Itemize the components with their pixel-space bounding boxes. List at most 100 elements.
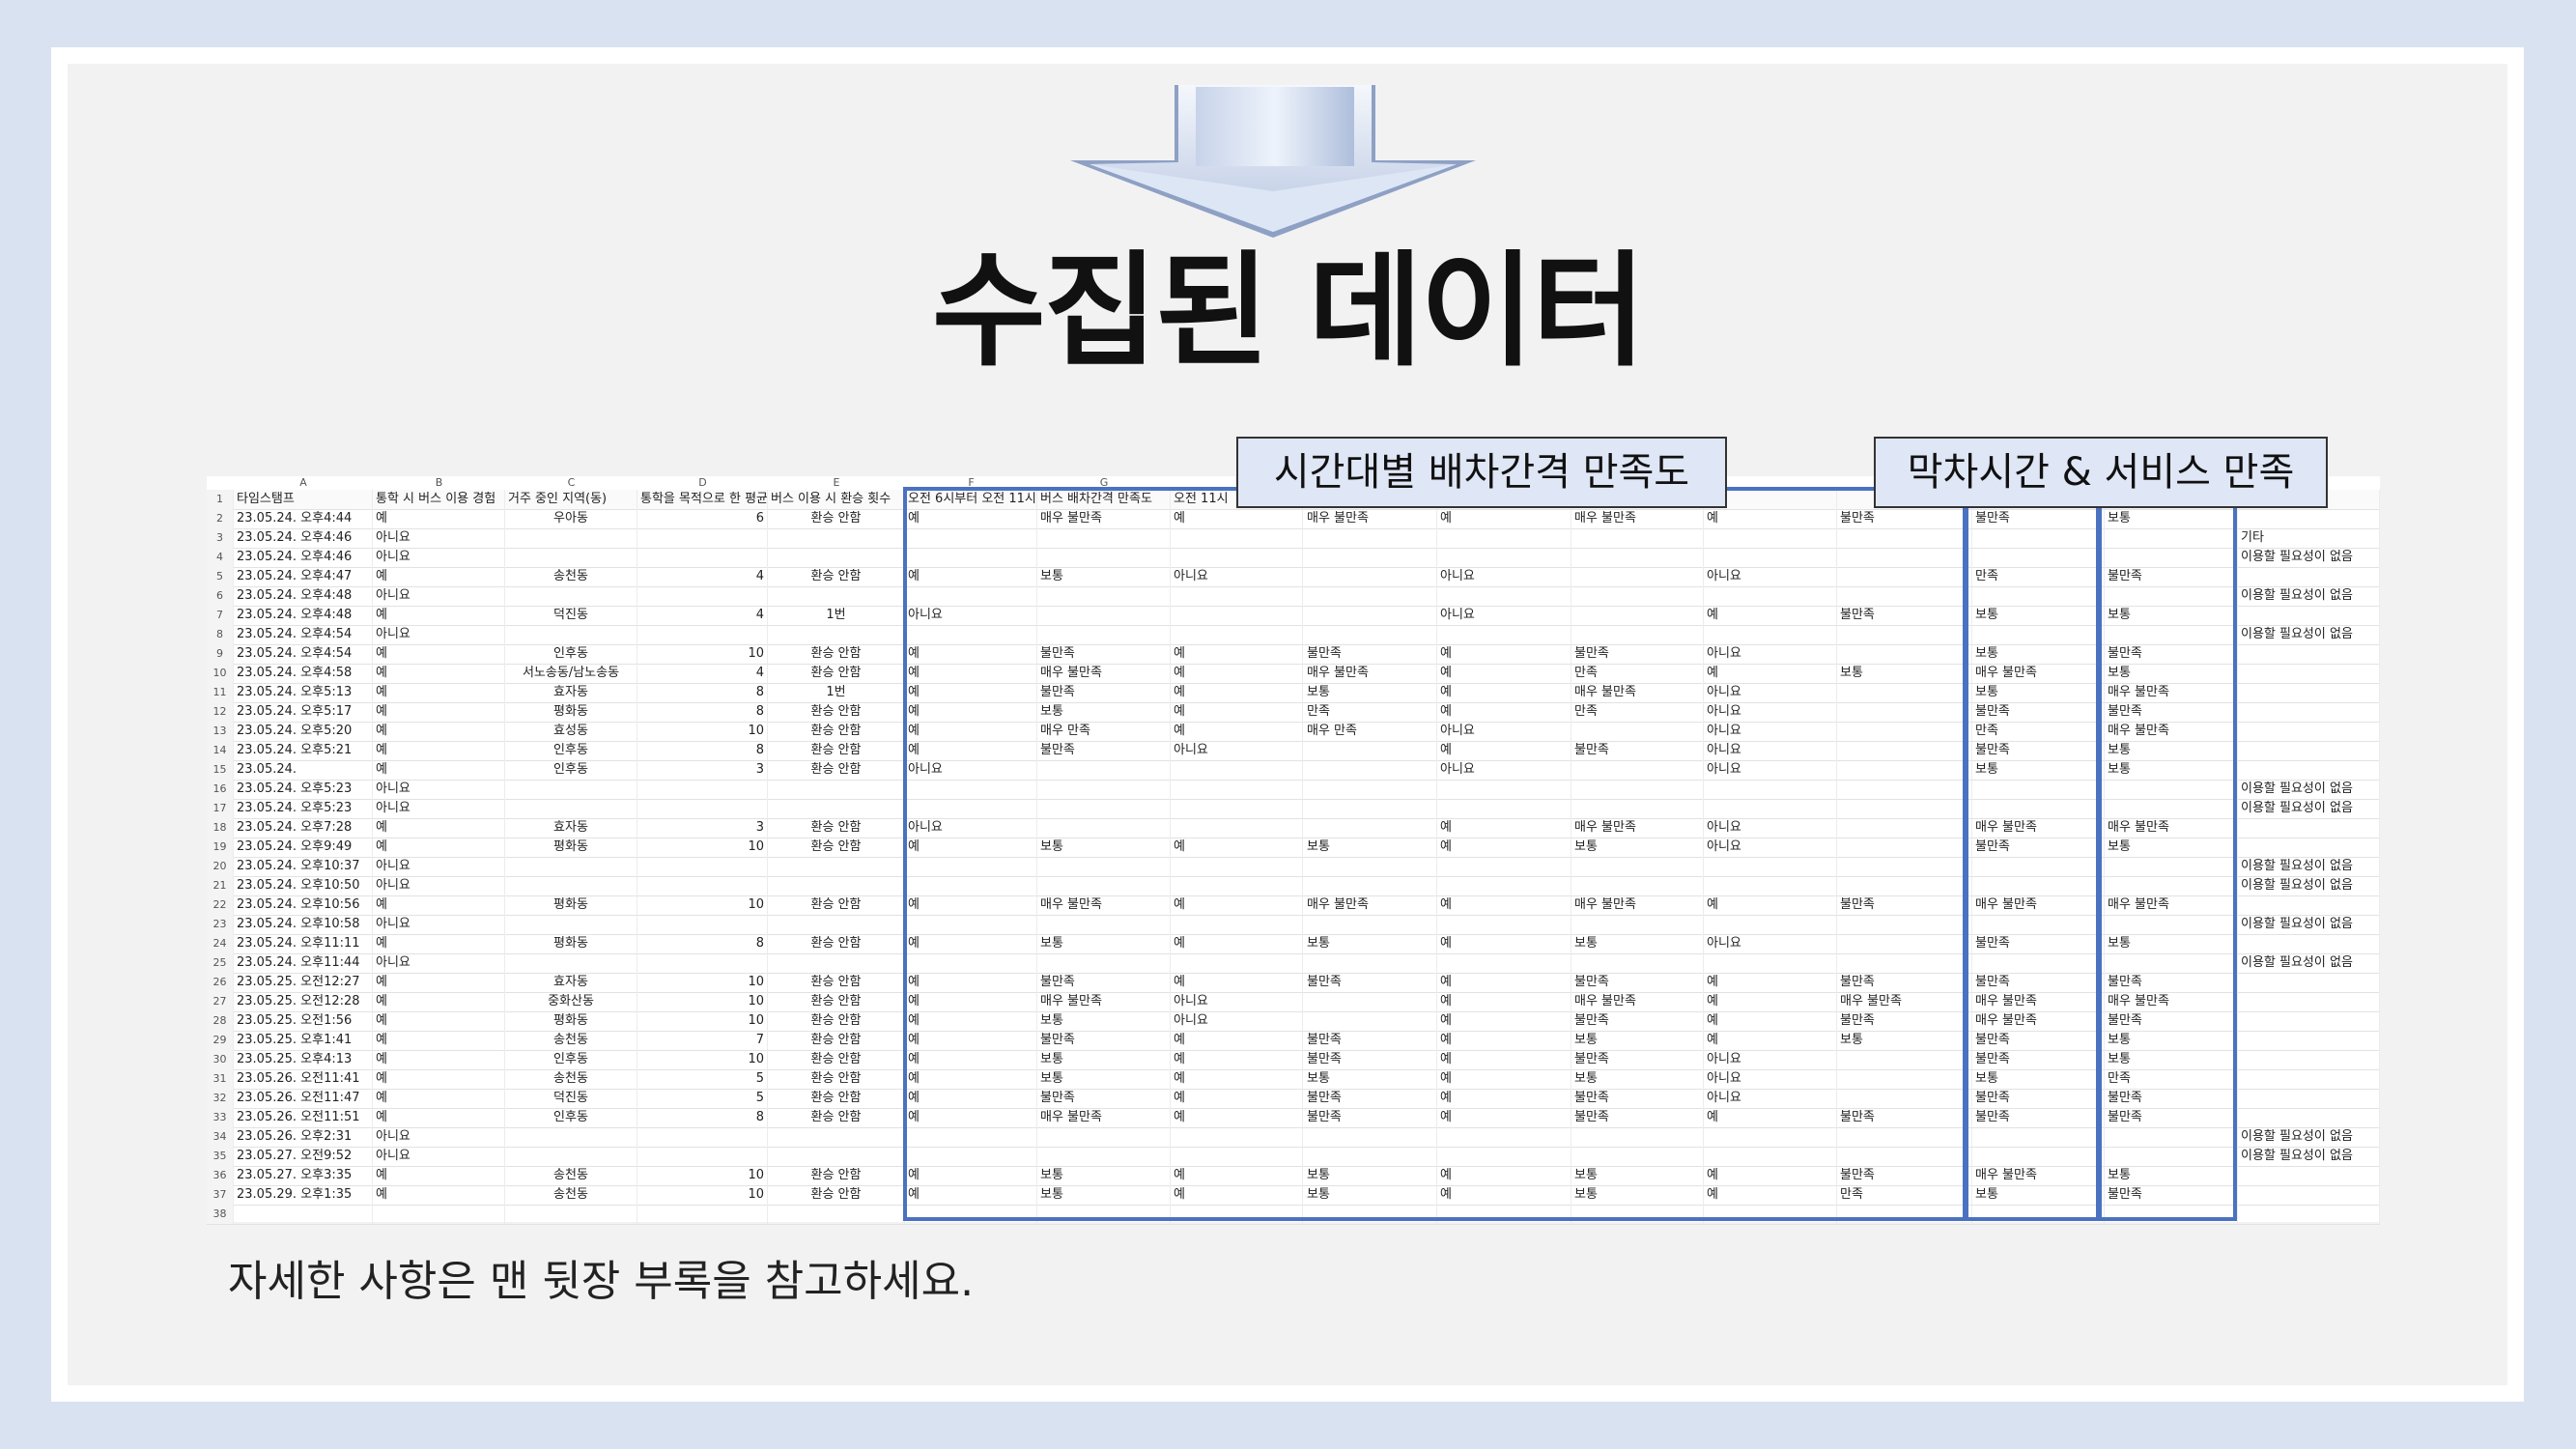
table-cell[interactable]: 예 bbox=[1171, 509, 1303, 528]
table-cell[interactable]: 아니요 bbox=[373, 857, 505, 876]
table-cell[interactable]: 이용할 필요성이 없음 bbox=[2238, 625, 2380, 644]
table-cell[interactable]: 예 bbox=[905, 1031, 1037, 1050]
table-cell[interactable]: 10 bbox=[637, 973, 768, 992]
table-cell[interactable] bbox=[1837, 722, 1972, 741]
table-cell[interactable] bbox=[1837, 857, 1972, 876]
table-cell[interactable]: 보통 bbox=[1037, 702, 1171, 722]
table-cell[interactable]: 환승 안함 bbox=[768, 818, 905, 838]
header-cell[interactable]: 타임스탬프 bbox=[234, 490, 373, 509]
table-cell[interactable] bbox=[768, 953, 905, 973]
table-cell[interactable]: 예 bbox=[1171, 1050, 1303, 1069]
table-cell[interactable] bbox=[1571, 876, 1704, 895]
table-cell[interactable]: 4 bbox=[637, 567, 768, 586]
table-cell[interactable]: 보통 bbox=[1972, 644, 2105, 664]
table-cell[interactable]: 예 bbox=[373, 664, 505, 683]
table-cell[interactable] bbox=[1037, 548, 1171, 567]
table-cell[interactable] bbox=[1837, 702, 1972, 722]
table-cell[interactable]: 아니요 bbox=[1704, 1089, 1837, 1108]
table-cell[interactable]: 아니요 bbox=[373, 586, 505, 606]
table-cell[interactable] bbox=[2238, 664, 2380, 683]
table-cell[interactable] bbox=[1037, 915, 1171, 934]
table-cell[interactable]: 환승 안함 bbox=[768, 644, 905, 664]
table-cell[interactable]: 예 bbox=[1704, 1031, 1837, 1050]
table-cell[interactable]: 10 bbox=[637, 992, 768, 1011]
table-cell[interactable]: 매우 불만족 bbox=[1037, 992, 1171, 1011]
table-cell[interactable] bbox=[1437, 857, 1571, 876]
table-cell[interactable]: 23.05.25. 오전12:28 bbox=[234, 992, 373, 1011]
table-cell[interactable]: 예 bbox=[373, 509, 505, 528]
table-cell[interactable]: 23.05.24. 오후11:11 bbox=[234, 934, 373, 953]
table-cell[interactable]: 보통 bbox=[1571, 838, 1704, 857]
table-cell[interactable]: 예 bbox=[1437, 992, 1571, 1011]
table-cell[interactable]: 보통 bbox=[1304, 683, 1437, 702]
table-cell[interactable]: 10 bbox=[637, 1050, 768, 1069]
table-cell[interactable] bbox=[1571, 606, 1704, 625]
table-cell[interactable]: 10 bbox=[637, 1185, 768, 1205]
table-cell[interactable] bbox=[1837, 760, 1972, 780]
table-cell[interactable]: 예 bbox=[905, 1069, 1037, 1089]
header-cell[interactable]: 거주 중인 지역(동) bbox=[505, 490, 637, 509]
table-cell[interactable]: 서노송동/남노송동 bbox=[505, 664, 637, 683]
table-cell[interactable]: 만족 bbox=[1972, 567, 2105, 586]
table-cell[interactable]: 매우 불만족 bbox=[1837, 992, 1972, 1011]
table-cell[interactable] bbox=[637, 915, 768, 934]
table-cell[interactable]: 예 bbox=[905, 934, 1037, 953]
table-cell[interactable] bbox=[1972, 799, 2105, 818]
table-cell[interactable]: 매우 불만족 bbox=[1571, 895, 1704, 915]
table-cell[interactable]: 23.05.24. bbox=[234, 760, 373, 780]
table-cell[interactable] bbox=[1304, 1127, 1437, 1147]
table-cell[interactable] bbox=[1037, 799, 1171, 818]
table-cell[interactable]: 예 bbox=[1704, 509, 1837, 528]
table-cell[interactable]: 보통 bbox=[1571, 1031, 1704, 1050]
table-cell[interactable]: 보통 bbox=[2105, 1166, 2238, 1185]
table-cell[interactable]: 예 bbox=[1171, 838, 1303, 857]
table-cell[interactable]: 23.05.24. 오후4:47 bbox=[234, 567, 373, 586]
table-cell[interactable]: 아니요 bbox=[1437, 567, 1571, 586]
table-cell[interactable]: 예 bbox=[1171, 1089, 1303, 1108]
table-cell[interactable]: 아니요 bbox=[1704, 683, 1837, 702]
table-cell[interactable]: 불만족 bbox=[1972, 1031, 2105, 1050]
table-cell[interactable]: 보통 bbox=[2105, 934, 2238, 953]
table-cell[interactable]: 예 bbox=[1704, 1108, 1837, 1127]
table-cell[interactable]: 보통 bbox=[1571, 934, 1704, 953]
table-cell[interactable] bbox=[505, 528, 637, 548]
table-cell[interactable] bbox=[1571, 799, 1704, 818]
table-cell[interactable]: 23.05.29. 오후1:35 bbox=[234, 1185, 373, 1205]
table-cell[interactable]: 23.05.24. 오후7:28 bbox=[234, 818, 373, 838]
table-cell[interactable]: 환승 안함 bbox=[768, 1166, 905, 1185]
table-cell[interactable] bbox=[1304, 876, 1437, 895]
table-cell[interactable]: 아니요 bbox=[373, 876, 505, 895]
table-cell[interactable] bbox=[768, 799, 905, 818]
table-cell[interactable]: 3 bbox=[637, 818, 768, 838]
table-cell[interactable]: 불만족 bbox=[2105, 702, 2238, 722]
table-cell[interactable] bbox=[2238, 644, 2380, 664]
table-cell[interactable] bbox=[768, 625, 905, 644]
table-cell[interactable] bbox=[1837, 548, 1972, 567]
table-cell[interactable]: 평화동 bbox=[505, 1011, 637, 1031]
table-cell[interactable]: 예 bbox=[1704, 1166, 1837, 1185]
table-cell[interactable]: 보통 bbox=[1304, 934, 1437, 953]
table-cell[interactable]: 불만족 bbox=[1972, 1050, 2105, 1069]
table-cell[interactable]: 매우 불만족 bbox=[1972, 818, 2105, 838]
table-cell[interactable] bbox=[1437, 876, 1571, 895]
table-cell[interactable]: 불만족 bbox=[1037, 1089, 1171, 1108]
table-cell[interactable]: 10 bbox=[637, 895, 768, 915]
table-cell[interactable] bbox=[637, 625, 768, 644]
table-cell[interactable] bbox=[1037, 1147, 1171, 1166]
table-cell[interactable] bbox=[1171, 1147, 1303, 1166]
table-cell[interactable] bbox=[1304, 548, 1437, 567]
table-cell[interactable]: 환승 안함 bbox=[768, 741, 905, 760]
header-cell[interactable] bbox=[2238, 490, 2380, 509]
table-cell[interactable]: 만족 bbox=[1972, 722, 2105, 741]
table-cell[interactable]: 8 bbox=[637, 934, 768, 953]
table-cell[interactable] bbox=[1437, 780, 1571, 799]
table-cell[interactable]: 불만족 bbox=[2105, 1108, 2238, 1127]
table-cell[interactable] bbox=[2238, 683, 2380, 702]
table-cell[interactable]: 예 bbox=[1437, 702, 1571, 722]
table-cell[interactable]: 아니요 bbox=[1171, 1011, 1303, 1031]
table-cell[interactable] bbox=[1704, 876, 1837, 895]
table-cell[interactable] bbox=[2238, 1205, 2380, 1224]
table-cell[interactable]: 예 bbox=[905, 664, 1037, 683]
table-cell[interactable]: 23.05.24. 오후5:23 bbox=[234, 799, 373, 818]
table-cell[interactable] bbox=[1837, 1069, 1972, 1089]
